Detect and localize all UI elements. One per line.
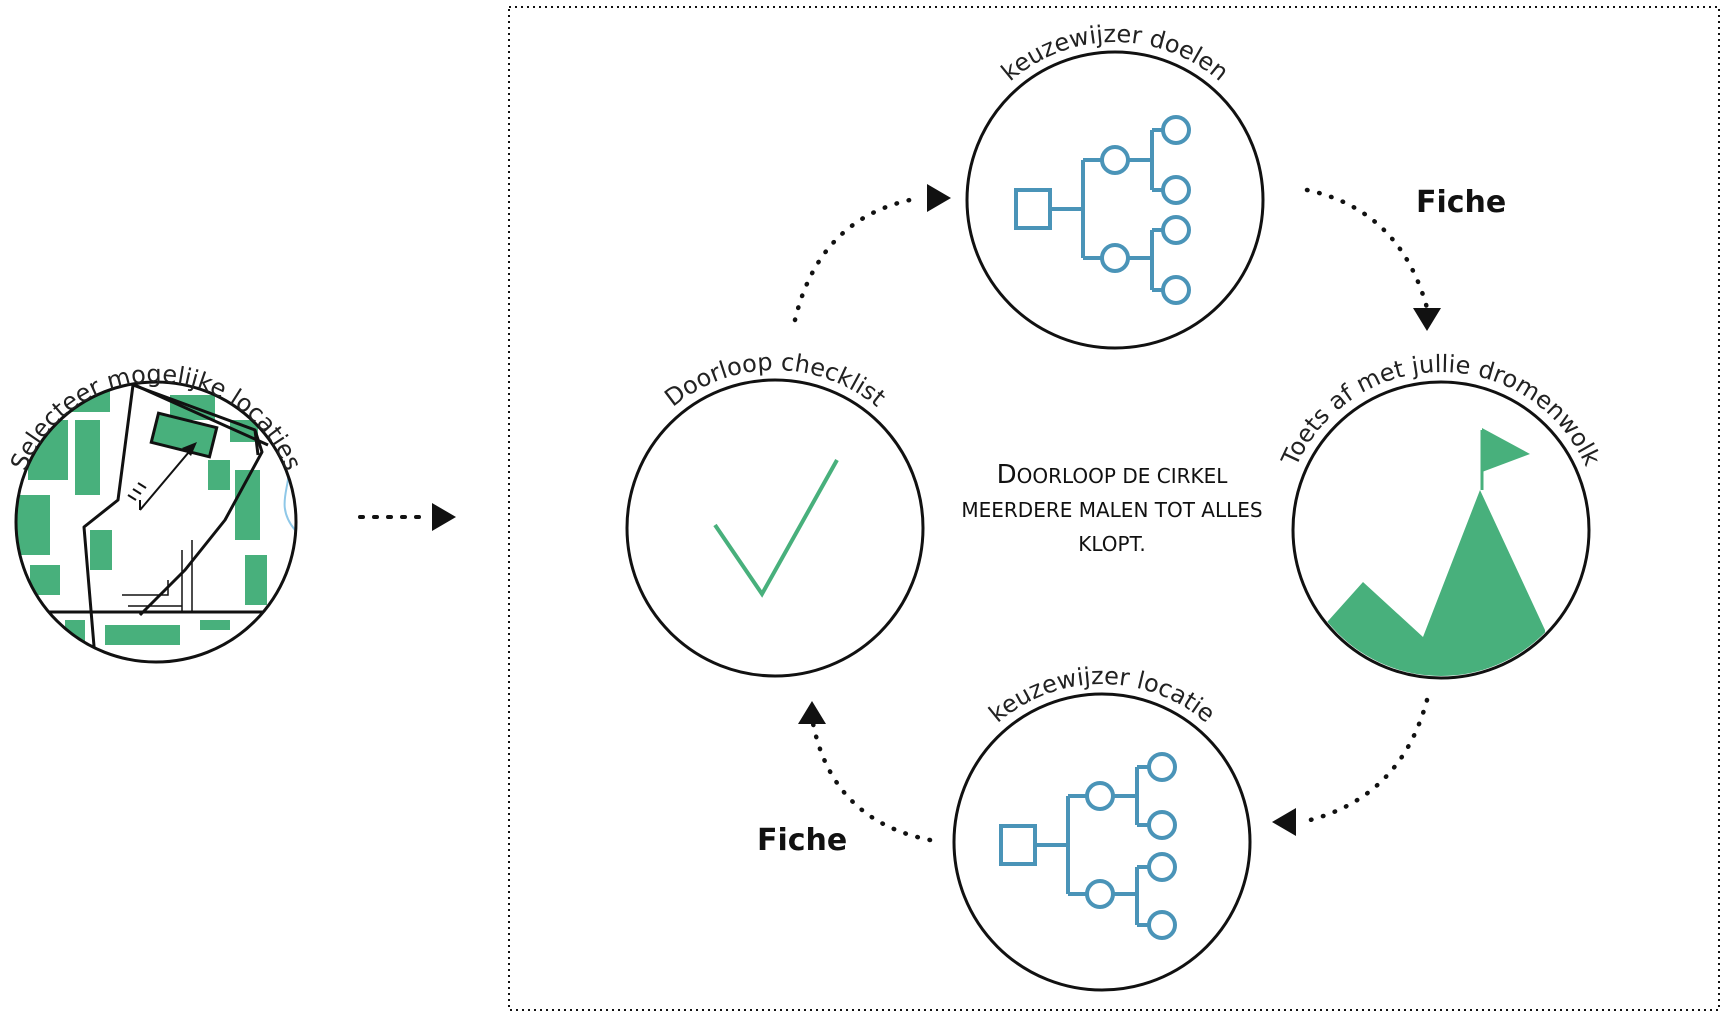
label-dromenwolk: Toets af met jullie dromenwolk: [1276, 350, 1607, 471]
map-circle: [14, 380, 298, 664]
center-note-line1: DOORLOOP DE CIRKEL: [997, 460, 1229, 490]
checkmark-icon: [713, 459, 839, 598]
decision-tree-icon-locatie: [999, 752, 1177, 940]
arrowhead-top-right: [1413, 308, 1441, 331]
arrowhead-bottom-left: [798, 701, 826, 724]
decision-tree-icon-doelen: [1014, 115, 1191, 305]
center-note-line2: MEERDERE MALEN TOT ALLES: [961, 498, 1262, 522]
dotted-frame: [508, 6, 1720, 1011]
connector-arrowhead: [432, 503, 456, 531]
mountain-flag-icon: [1320, 428, 1545, 676]
arrowhead-left-top: [927, 184, 951, 212]
map-icon: [14, 380, 298, 664]
center-note: DOORLOOP DE CIRKEL MEERDERE MALEN TOT AL…: [961, 460, 1262, 556]
dromenwolk-circle: [1291, 380, 1591, 680]
arrow-right-bottom: [1299, 697, 1430, 825]
arrow-bottom-left: [809, 715, 933, 843]
arrow-left-top: [792, 195, 923, 323]
fiche-label-bottom: Fiche: [757, 823, 847, 858]
arrow-top-right: [1304, 187, 1430, 311]
doelen-circle: [965, 50, 1265, 350]
arrowhead-right-bottom: [1272, 808, 1296, 836]
locatie-circle: [952, 692, 1252, 992]
checklist-circle: [625, 378, 925, 678]
center-note-line3: KLOPT.: [1078, 532, 1146, 556]
fiche-label-top: Fiche: [1416, 185, 1506, 220]
